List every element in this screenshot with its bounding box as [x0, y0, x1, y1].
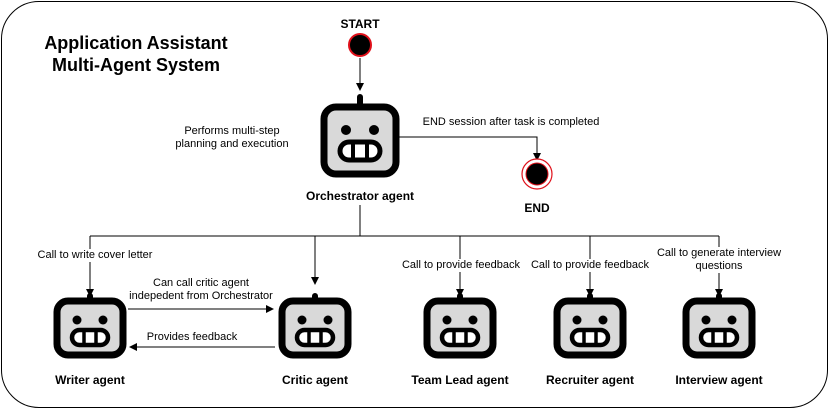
title-line-2: Multi-Agent System	[51, 55, 220, 75]
end-label: END	[524, 201, 550, 215]
writer-critic-call-label: Can call critic agent indepedent from Or…	[126, 277, 276, 303]
writer-robot-icon	[53, 293, 127, 359]
team-lead-agent-name: Team Lead agent	[411, 373, 509, 387]
orchestrator-name: Orchestrator agent	[290, 189, 430, 203]
writer-critic-call-line-1: Can call critic agent	[153, 277, 249, 289]
interview-robot-icon	[682, 293, 756, 359]
recruiter-call-label: Call to provide feedback	[528, 259, 652, 272]
critic-robot-icon	[278, 293, 352, 359]
diagram-title: Application Assistant Multi-Agent System	[30, 32, 242, 76]
start-label: START	[340, 17, 380, 31]
interview-call-label: Call to generate interview questions	[651, 247, 787, 273]
writer-agent-name: Writer agent	[55, 373, 125, 387]
orchestrator-note: Performs multi-step planning and executi…	[154, 125, 310, 151]
end-session-label: END session after task is completed	[422, 116, 600, 128]
title-line-1: Application Assistant	[44, 33, 228, 53]
orchestrator-to-end-arrow	[397, 136, 541, 161]
writer-call-label: Call to write cover letter	[30, 249, 160, 262]
end-node	[521, 158, 553, 190]
orchestrator-note-line-1: Performs multi-step	[184, 125, 280, 137]
start-node	[348, 33, 372, 57]
recruiter-agent-name: Recruiter agent	[545, 373, 635, 387]
recruiter-robot-icon	[553, 293, 627, 359]
writer-critic-call-line-2: indepedent from Orchestrator	[129, 290, 273, 302]
orchestrator-robot-icon	[320, 94, 400, 178]
interview-call-line-1: Call to generate interview	[656, 247, 782, 259]
interview-call-line-2: questions	[695, 260, 743, 272]
team-lead-robot-icon	[423, 293, 497, 359]
team-lead-call-label: Call to provide feedback	[400, 259, 522, 272]
interview-agent-name: Interview agent	[675, 373, 763, 387]
critic-agent-name: Critic agent	[281, 373, 348, 387]
provides-feedback-label: Provides feedback	[146, 331, 238, 343]
orchestrator-note-line-2: planning and execution	[175, 138, 289, 150]
